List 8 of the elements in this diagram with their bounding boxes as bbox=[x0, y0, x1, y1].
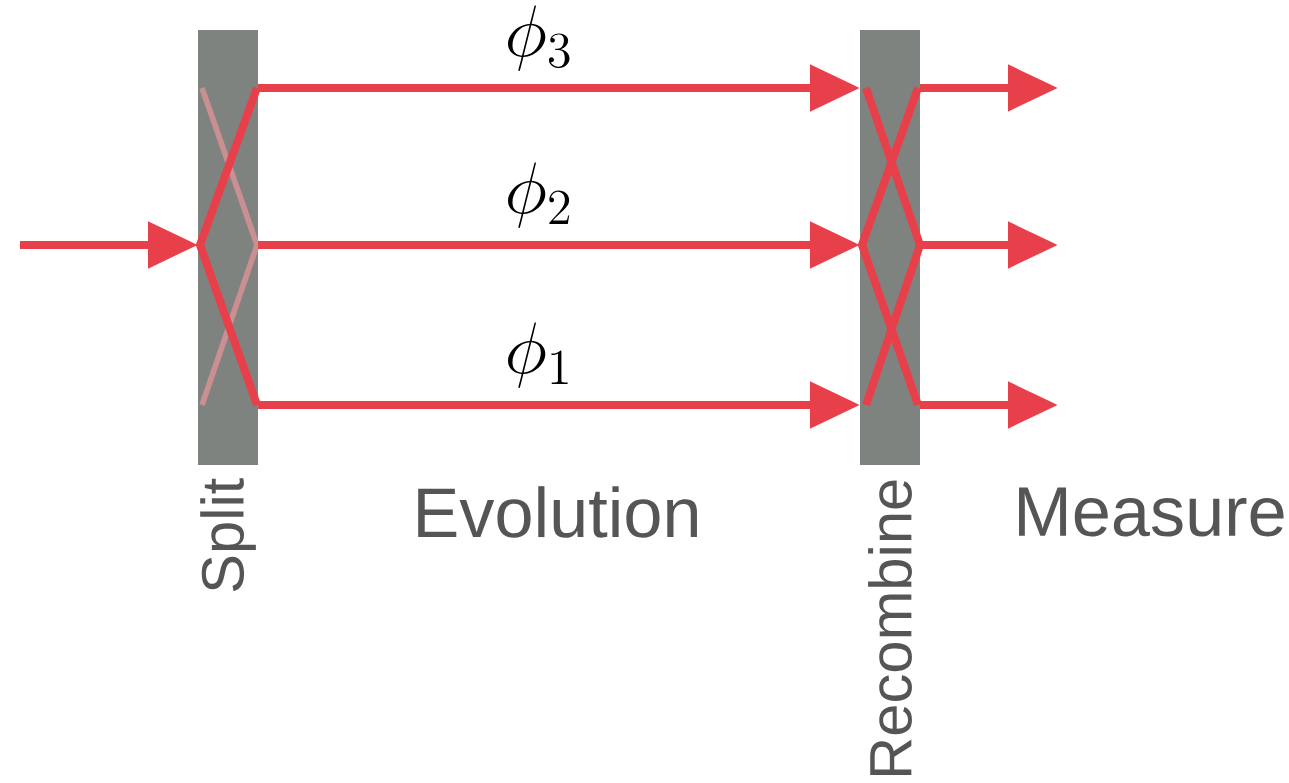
stage-label: Evolution bbox=[418, 486, 697, 538]
edge-label: $\phi_2$ bbox=[508, 162, 570, 228]
edge-label: $\phi_3$ bbox=[508, 5, 570, 71]
stage-label: Measure bbox=[1019, 487, 1284, 537]
beam-splitter-bar: Recombine bbox=[860, 30, 920, 775]
node-label: Recombine bbox=[868, 480, 912, 775]
edge-label: $\phi_1$ bbox=[508, 322, 568, 388]
node-label: Split bbox=[200, 478, 256, 592]
